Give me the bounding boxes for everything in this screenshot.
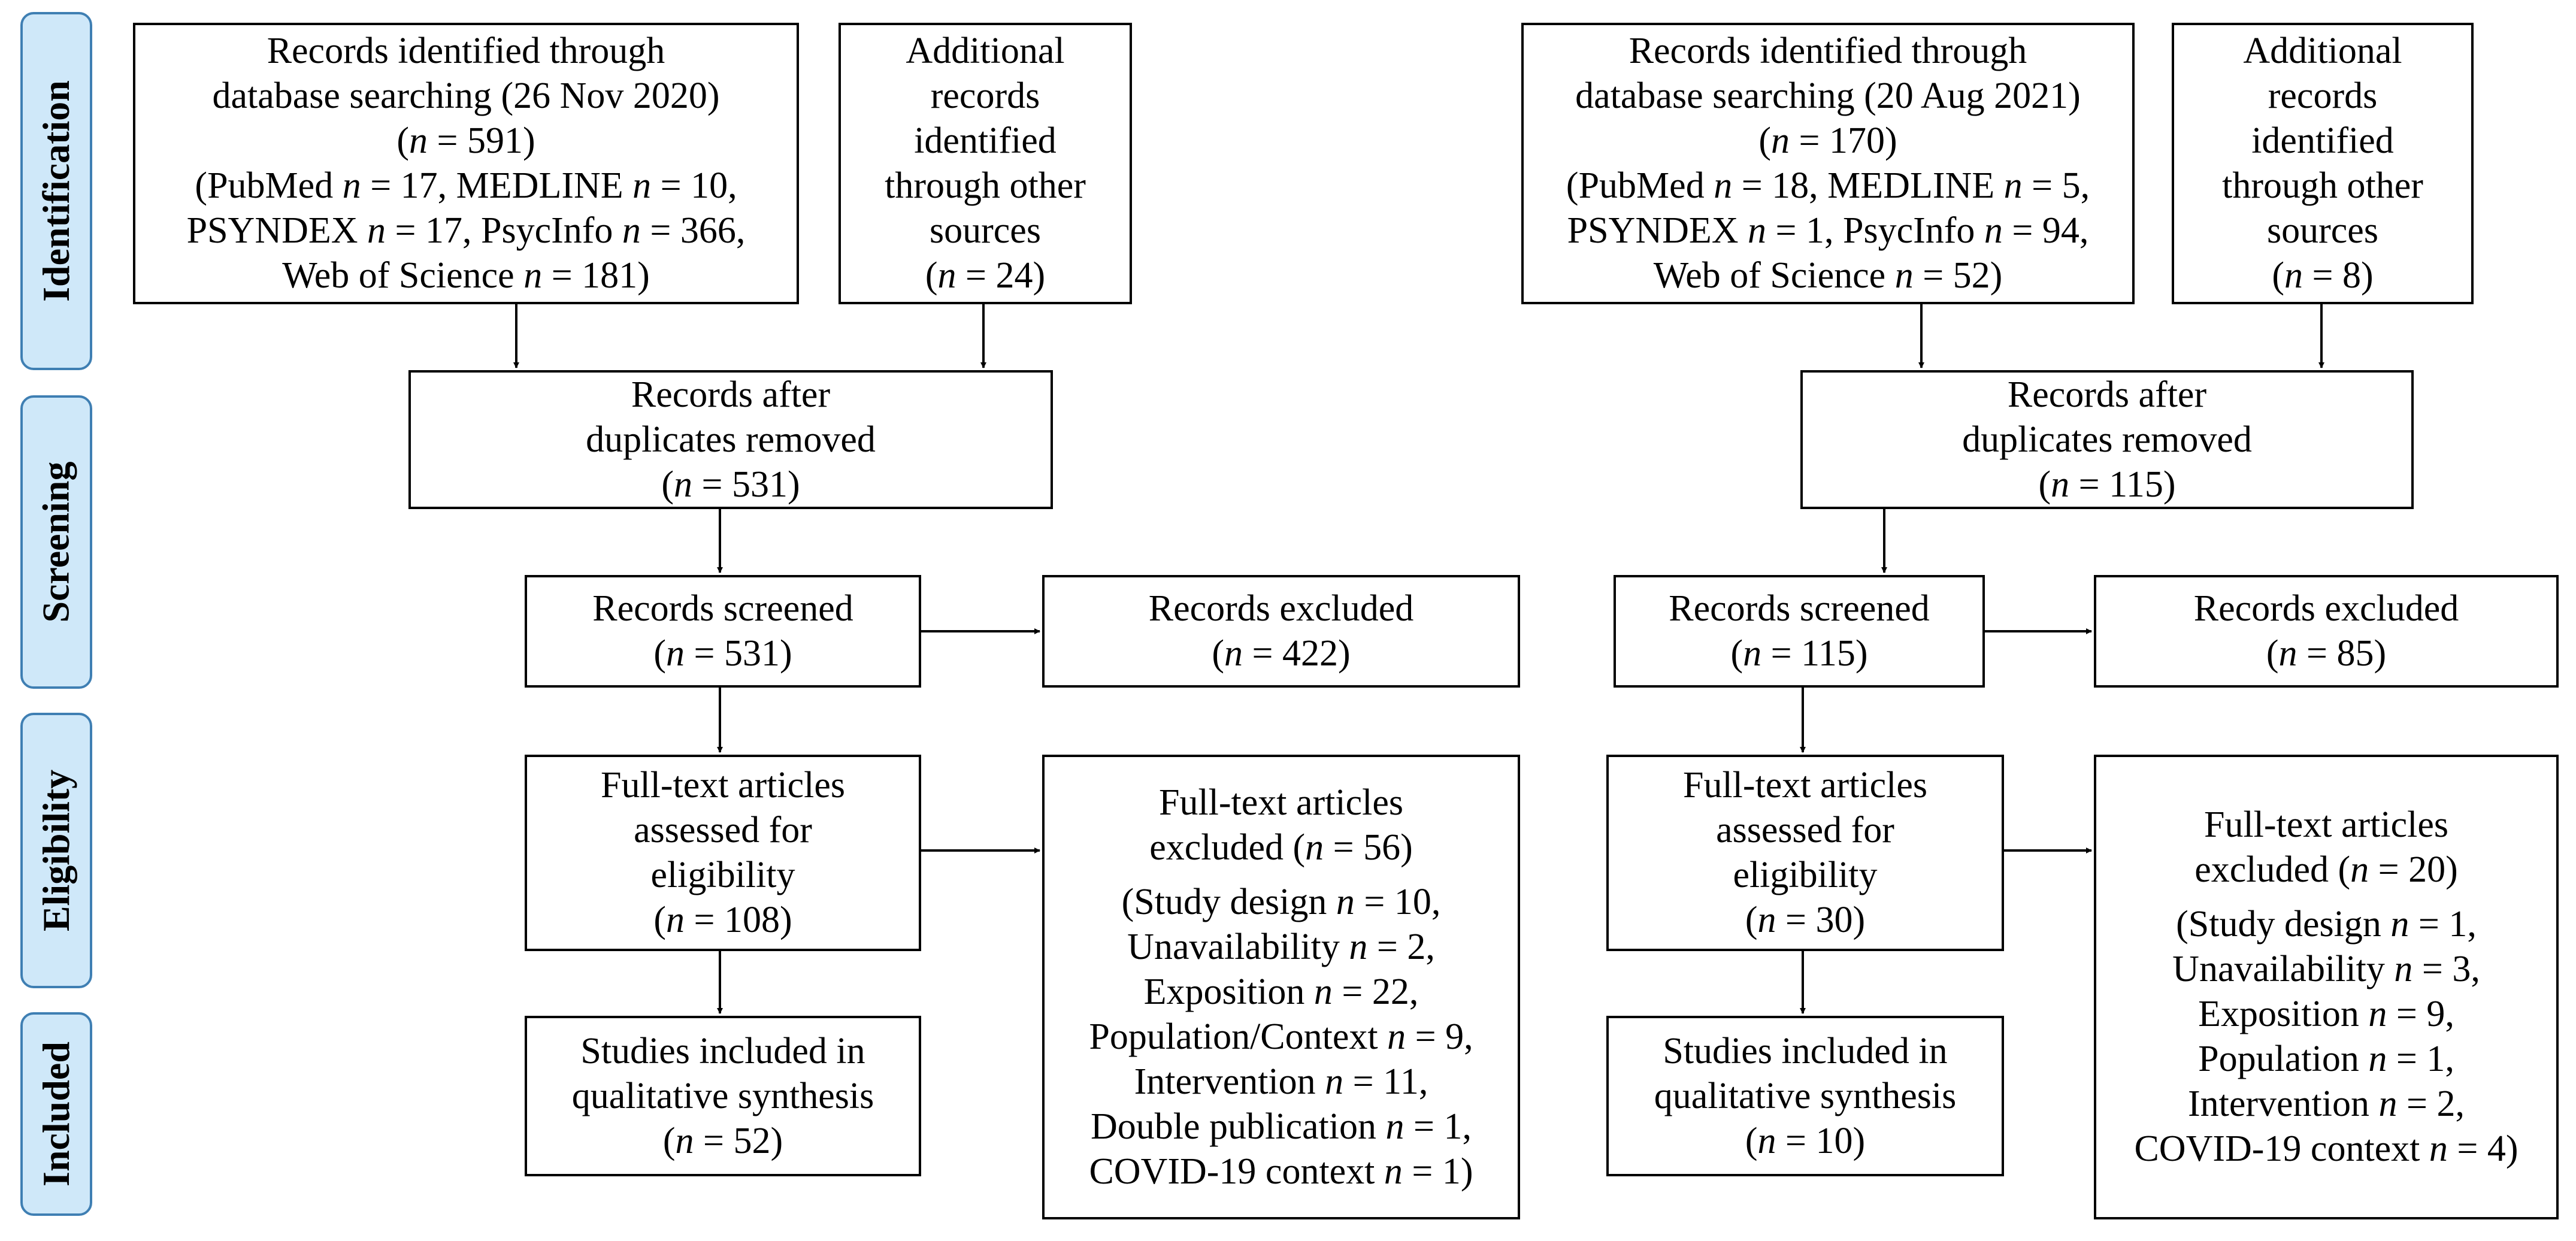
box-line: sources: [930, 210, 1041, 251]
box-line: Intervention n = 2,: [2188, 1083, 2465, 1124]
left-records-screened-box: Records screened (n = 531): [525, 575, 921, 688]
right-records-screened-box: Records screened (n = 115): [1614, 575, 1985, 688]
box-line: records: [2268, 75, 2378, 116]
box-line: Records identified through: [1628, 31, 2027, 71]
box-line: database searching (26 Nov 2020): [212, 75, 720, 116]
box-line: (PubMed n = 18, MEDLINE n = 5,: [1566, 165, 2090, 206]
phase-included: Included: [20, 1012, 92, 1216]
box-line: Web of Science n = 52): [1653, 255, 2003, 296]
box-line: Additional: [906, 31, 1065, 71]
box-line: qualitative synthesis: [1654, 1075, 1957, 1116]
box-line: (n = 8): [2272, 255, 2374, 296]
box-line: Records screened: [1669, 588, 1930, 629]
box-line: excluded (n = 20): [2194, 849, 2458, 890]
box-line: assessed for: [634, 810, 812, 850]
box-line: Exposition n = 22,: [1143, 971, 1419, 1012]
box-line: identified: [914, 120, 1057, 161]
box-line: Full-text articles: [1158, 782, 1404, 823]
right-fulltext-excluded-box: Full-text articles excluded (n = 20) (St…: [2094, 755, 2559, 1219]
box-line: (n = 30): [1745, 900, 1866, 940]
left-studies-included-box: Studies included in qualitative synthesi…: [525, 1016, 921, 1176]
box-line: Unavailability n = 2,: [1127, 926, 1435, 967]
box-line: records: [930, 75, 1040, 116]
box-line: through other: [2222, 165, 2423, 206]
box-line: (n = 531): [653, 633, 792, 674]
box-line: through other: [885, 165, 1086, 206]
box-line: (n = 115): [1730, 633, 1868, 674]
box-line: Full-text articles: [600, 765, 846, 806]
left-fulltext-excluded-box: Full-text articles excluded (n = 56) (St…: [1042, 755, 1520, 1219]
box-line: excluded (n = 56): [1149, 827, 1413, 868]
box-line: Studies included in: [1663, 1030, 1948, 1072]
box-line: (n = 85): [2266, 633, 2387, 674]
phase-eligibility: Eligibility: [20, 713, 92, 988]
box-line: Additional: [2243, 31, 2402, 71]
left-other-sources-box: Additional records identified through ot…: [839, 23, 1132, 304]
box-line: Double publication n = 1,: [1091, 1106, 1472, 1147]
left-fulltext-assessed-box: Full-text articles assessed for eligibil…: [525, 755, 921, 951]
box-line: duplicates removed: [1962, 419, 2252, 460]
box-line: (Study design n = 1,: [2176, 904, 2477, 945]
right-other-sources-box: Additional records identified through ot…: [2172, 23, 2474, 304]
left-records-excluded-box: Records excluded (n = 422): [1042, 575, 1520, 688]
box-line: database searching (20 Aug 2021): [1575, 75, 2081, 116]
right-database-records-box: Records identified through database sear…: [1521, 23, 2135, 304]
box-line: Population n = 1,: [2198, 1039, 2454, 1079]
box-line: (n = 24): [925, 255, 1046, 296]
box-line: Exposition n = 9,: [2198, 994, 2454, 1034]
box-line: Intervention n = 11,: [1134, 1061, 1428, 1102]
box-line: assessed for: [1716, 810, 1894, 850]
box-line: COVID-19 context n = 4): [2134, 1128, 2519, 1169]
box-line: Population/Context n = 9,: [1089, 1016, 1473, 1057]
box-line: Records identified through: [267, 31, 665, 71]
box-line: COVID-19 context n = 1): [1089, 1151, 1473, 1192]
box-line: eligibility: [1733, 855, 1878, 895]
box-line: (n = 52): [662, 1120, 783, 1161]
box-line: (Study design n = 10,: [1121, 881, 1441, 922]
box-line: (n = 115): [2038, 464, 2176, 505]
phase-identification: Identification: [20, 12, 92, 370]
right-studies-included-box: Studies included in qualitative synthesi…: [1606, 1016, 2004, 1176]
right-after-duplicates-box: Records after duplicates removed (n = 11…: [1800, 370, 2414, 509]
box-line: (PubMed n = 17, MEDLINE n = 10,: [195, 165, 737, 206]
box-line: qualitative synthesis: [571, 1075, 874, 1116]
box-line: Records screened: [592, 588, 853, 629]
box-line: eligibility: [650, 855, 795, 895]
box-line: Records after: [631, 374, 831, 415]
box-line: sources: [2267, 210, 2378, 251]
box-line: (n = 170): [1758, 120, 1897, 161]
box-line: PSYNDEX n = 1, PsycInfo n = 94,: [1567, 210, 2089, 251]
box-line: Studies included in: [580, 1030, 865, 1072]
right-fulltext-assessed-box: Full-text articles assessed for eligibil…: [1606, 755, 2004, 951]
box-line: Web of Science n = 181): [282, 255, 650, 296]
left-after-duplicates-box: Records after duplicates removed (n = 53…: [408, 370, 1053, 509]
phase-screening: Screening: [20, 395, 92, 689]
box-line: Full-text articles: [1682, 765, 1928, 806]
box-line: Records excluded: [1148, 588, 1414, 629]
box-line: (n = 591): [396, 120, 535, 161]
box-line: Full-text articles: [2203, 804, 2449, 845]
box-line: identified: [2251, 120, 2394, 161]
box-line: PSYNDEX n = 17, PsycInfo n = 366,: [186, 210, 746, 251]
box-line: duplicates removed: [586, 419, 876, 460]
box-line: (n = 422): [1212, 633, 1351, 674]
right-records-excluded-box: Records excluded (n = 85): [2094, 575, 2559, 688]
box-line: Records excluded: [2193, 588, 2459, 629]
box-line: (n = 108): [653, 900, 792, 940]
box-line: Records after: [2007, 374, 2207, 415]
box-line: (n = 10): [1745, 1120, 1866, 1161]
box-line: (n = 531): [661, 464, 800, 505]
box-line: Unavailability n = 3,: [2172, 949, 2480, 989]
left-database-records-box: Records identified through database sear…: [133, 23, 799, 304]
